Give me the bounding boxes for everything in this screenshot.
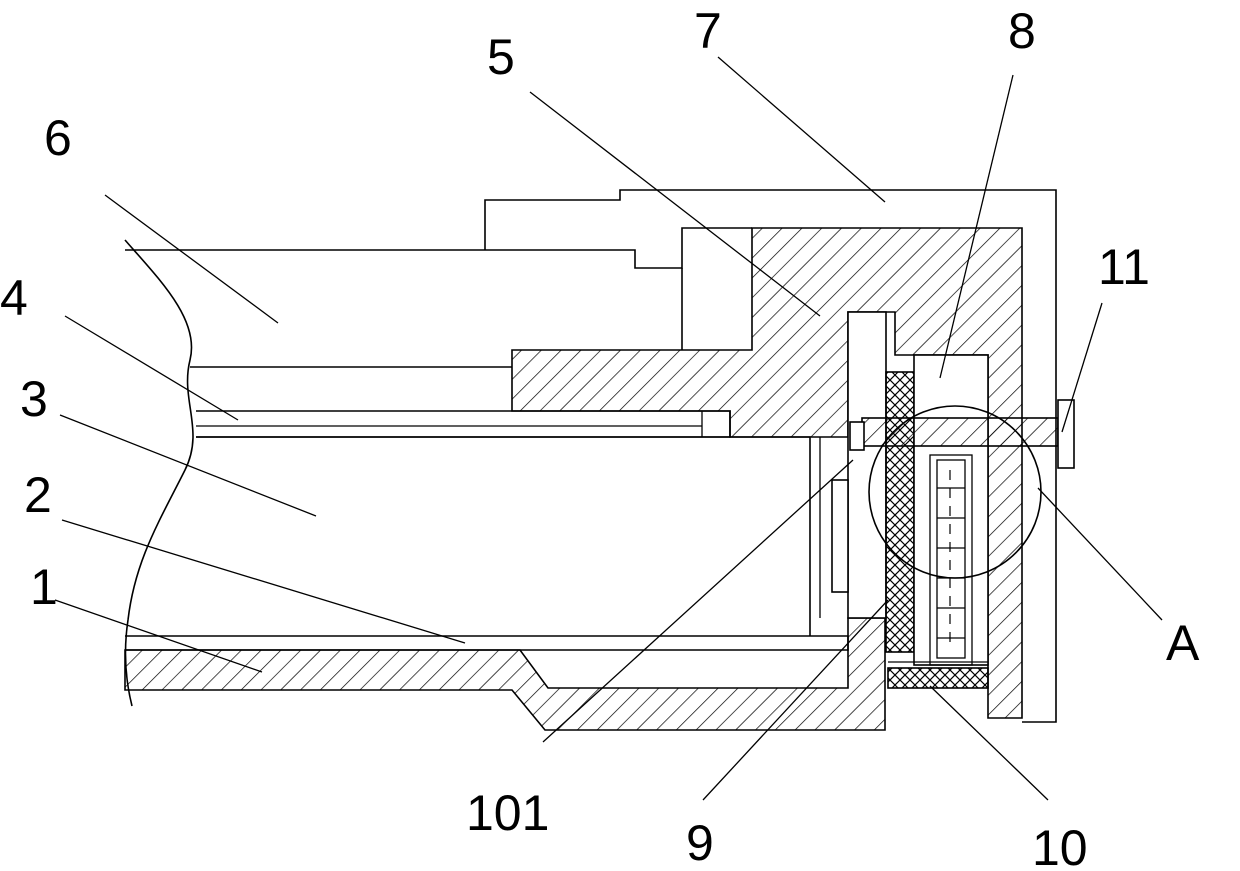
side-block — [832, 480, 848, 592]
label-3: 3 — [20, 371, 48, 427]
label-5: 5 — [487, 29, 515, 85]
label-4: 4 — [0, 270, 28, 326]
top-body-outline — [125, 228, 752, 268]
label-9: 9 — [686, 815, 714, 871]
strip-9 — [886, 372, 914, 652]
plate-2 — [125, 636, 848, 650]
strip-10 — [888, 668, 988, 688]
plate-4 — [196, 411, 730, 437]
block-3 — [196, 437, 810, 636]
label-6: 6 — [44, 110, 72, 166]
label-a: A — [1166, 615, 1200, 671]
component-8 — [914, 355, 988, 665]
bolt-nut — [850, 422, 864, 450]
bolt-head — [1058, 400, 1074, 468]
bolt-11 — [862, 418, 1058, 446]
label-101: 101 — [466, 785, 549, 841]
label-10: 10 — [1032, 820, 1088, 871]
vertical-plate — [848, 312, 886, 618]
label-8: 8 — [1008, 3, 1036, 59]
label-11: 11 — [1098, 239, 1150, 295]
label-7: 7 — [694, 3, 722, 59]
label-2: 2 — [24, 467, 52, 523]
label-1: 1 — [30, 559, 58, 615]
base-1 — [125, 618, 885, 730]
